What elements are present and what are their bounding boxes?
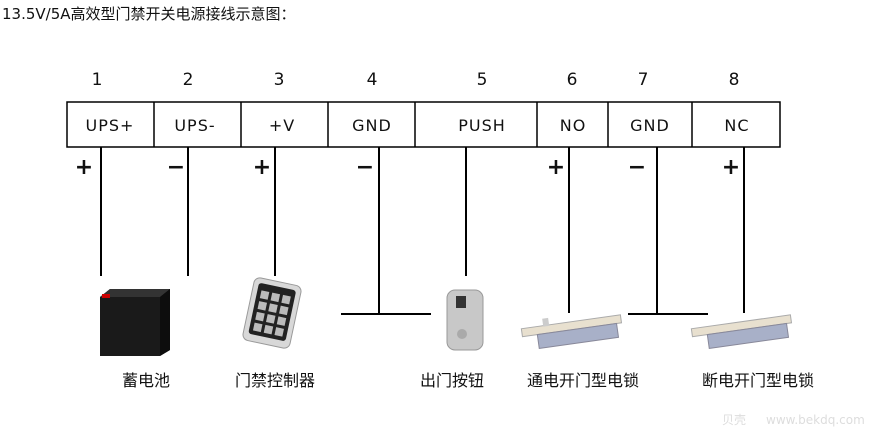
terminal-number-6: 6 <box>567 70 578 90</box>
electric-bolt-lock-icon-2 <box>690 314 793 350</box>
device-label-fail-safe-lock: 断电开门型电锁 <box>702 371 814 390</box>
device-label-fail-secure-lock: 通电开门型电锁 <box>527 371 639 390</box>
watermark: 贝壳 www.bekdq.com <box>722 413 865 427</box>
electric-bolt-lock-icon-1 <box>520 314 623 350</box>
polarity-sign-7: − <box>628 155 646 180</box>
polarity-sign-8: + <box>722 155 740 180</box>
terminal-number-3: 3 <box>274 70 285 90</box>
polarity-sign-3: + <box>253 155 271 180</box>
terminal-number-2: 2 <box>183 70 194 90</box>
terminal-label-plus-v: +V <box>269 116 295 135</box>
device-label-exit-button: 出门按钮 <box>420 371 484 390</box>
terminal-number-7: 7 <box>638 70 649 90</box>
terminal-label-ups-minus: UPS- <box>174 116 215 135</box>
terminal-number-8: 8 <box>729 70 740 90</box>
terminal-number-4: 4 <box>367 70 378 90</box>
wires <box>100 147 745 315</box>
polarity-sign-4: − <box>356 155 374 180</box>
terminal-block <box>66 101 781 148</box>
terminal-number-1: 1 <box>92 70 103 90</box>
polarity-sign-6: + <box>547 155 565 180</box>
terminal-label-nc: NC <box>724 116 749 135</box>
terminal-label-ups-plus: UPS+ <box>86 116 135 135</box>
polarity-sign-1: + <box>75 155 93 180</box>
terminal-label-gnd-2: GND <box>630 116 670 135</box>
terminal-label-no: NO <box>560 116 587 135</box>
exit-button-icon <box>446 289 484 351</box>
terminal-label-gnd-1: GND <box>352 116 392 135</box>
battery-icon <box>100 289 170 356</box>
keypad-icon <box>242 277 302 349</box>
device-label-battery: 蓄电池 <box>122 371 170 390</box>
device-label-access-controller: 门禁控制器 <box>235 371 315 390</box>
watermark-brand: 贝壳 <box>722 413 746 427</box>
polarity-sign-2: − <box>167 155 185 180</box>
diagram-title: 13.5V/5A高效型门禁开关电源接线示意图： <box>2 5 296 23</box>
watermark-url: www.bekdq.com <box>766 413 865 427</box>
terminal-label-push: PUSH <box>458 116 506 135</box>
terminal-number-5: 5 <box>477 70 488 90</box>
